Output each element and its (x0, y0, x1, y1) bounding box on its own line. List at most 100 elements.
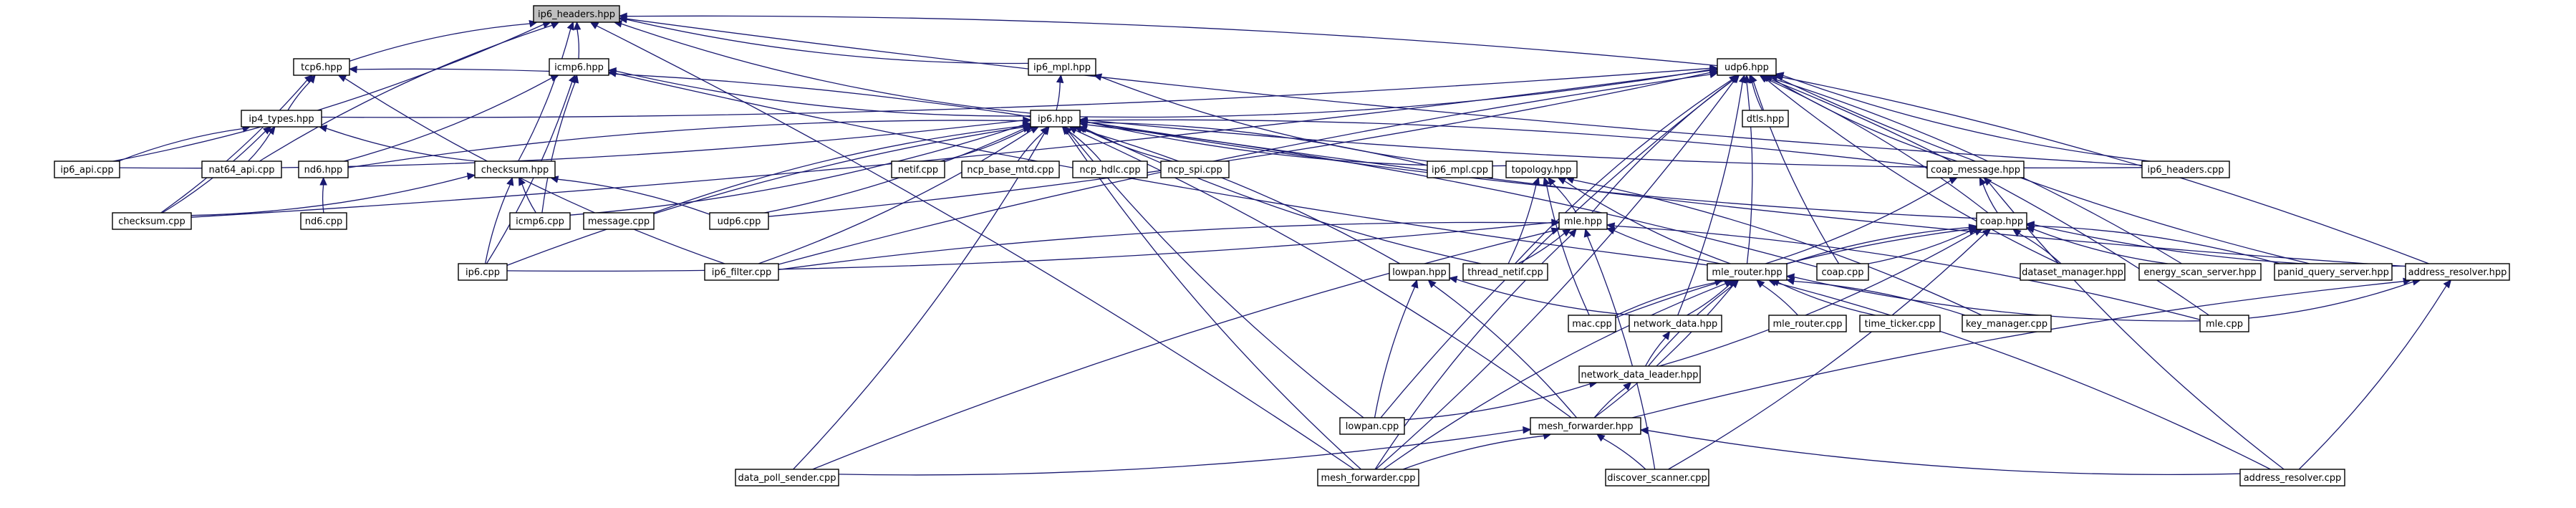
graph-node-energy-scan-server-hpp[interactable]: energy_scan_server.hpp (2138, 263, 2262, 281)
graph-node-netif-cpp[interactable]: netif.cpp (891, 160, 945, 178)
node-label: lowpan.cpp (1346, 421, 1399, 432)
node-label: network_data_leader.hpp (1581, 370, 1699, 380)
graph-node-dtls-hpp[interactable]: dtls.hpp (1742, 110, 1789, 128)
edge-line (557, 178, 710, 215)
edge-arrowhead (1551, 219, 1560, 227)
node-box (1028, 58, 1096, 76)
edge-line (1086, 121, 1977, 219)
node-box (1816, 263, 1869, 281)
graph-node-ip4-types-hpp[interactable]: ip4_types.hpp (241, 110, 322, 128)
node-box (1768, 315, 1847, 332)
edge-line (1613, 230, 1721, 264)
node-box (2405, 263, 2510, 281)
node-label: tcp6.hpp (301, 62, 342, 73)
graph-node-mle-hpp[interactable]: mle.hpp (1558, 212, 1608, 230)
edge-line (518, 29, 571, 162)
graph-node-address-resolver-hpp[interactable]: address_resolver.hpp (2405, 263, 2510, 281)
edge-line (1687, 284, 1730, 316)
graph-node-tcp6-hpp[interactable]: tcp6.hpp (293, 58, 350, 76)
graph-node-ip6-mpl-cpp[interactable]: ip6_mpl.cpp (1427, 160, 1493, 178)
node-label: mle_router.hpp (1712, 267, 1782, 278)
graph-node-udp6-hpp[interactable]: udp6.hpp (1717, 58, 1777, 76)
graph-node-network-data-hpp[interactable]: network_data.hpp (1629, 315, 1722, 332)
graph-node-mesh-forwarder-cpp[interactable]: mesh_forwarder.cpp (1317, 469, 1419, 487)
graph-node-network-data-leader-hpp[interactable]: network_data_leader.hpp (1578, 365, 1701, 383)
edge-line (344, 77, 552, 162)
edge-arrowhead (1775, 72, 1785, 80)
graph-node-mesh-forwarder-hpp[interactable]: mesh_forwarder.hpp (1530, 417, 1641, 435)
graph-node-nd6-hpp[interactable]: nd6.hpp (298, 160, 349, 178)
edge-line (1017, 132, 1044, 162)
edge-arrowhead (1568, 229, 1577, 238)
graph-node-lowpan-hpp[interactable]: lowpan.hpp (1389, 263, 1450, 281)
graph-node-ip6-api-cpp[interactable]: ip6_api.cpp (54, 160, 120, 178)
graph-node-mle-router-cpp[interactable]: mle_router.cpp (1768, 315, 1847, 332)
graph-node-icmp6-cpp[interactable]: icmp6.cpp (509, 212, 571, 230)
edge-arrowhead (1756, 279, 1765, 288)
node-label: nd6.hpp (304, 165, 343, 176)
node-label: mac.cpp (1572, 319, 1612, 330)
graph-node-mle-router-hpp[interactable]: mle_router.hpp (1707, 263, 1788, 281)
graph-node-ip6-headers-cpp[interactable]: ip6_headers.cpp (2141, 160, 2230, 178)
edge-line (1613, 225, 2201, 320)
graph-node-mle-cpp[interactable]: mle.cpp (2199, 315, 2249, 332)
graph-node-checksum-cpp[interactable]: checksum.cpp (112, 212, 192, 230)
graph-node-coap-cpp[interactable]: coap.cpp (1816, 263, 1869, 281)
dependency-edge (1645, 330, 1671, 367)
graph-node-checksum-hpp[interactable]: checksum.hpp (474, 160, 556, 178)
graph-node-icmp6-hpp[interactable]: icmp6.hpp (549, 58, 609, 76)
edge-line (838, 429, 1524, 476)
graph-node-nat64-api-cpp[interactable]: nat64_api.cpp (201, 160, 282, 178)
graph-node-address-resolver-cpp[interactable]: address_resolver.cpp (2239, 469, 2345, 487)
graph-node-udp6-cpp[interactable]: udp6.cpp (709, 212, 769, 230)
node-box (1339, 417, 1405, 435)
graph-node-ncp-base-mtd-cpp[interactable]: ncp_base_mtd.cpp (961, 160, 1060, 178)
graph-node-data-poll-sender-cpp[interactable]: data_poll_sender.cpp (735, 469, 839, 487)
node-label: nd6.cpp (305, 216, 343, 227)
node-box (1160, 160, 1230, 178)
edge-arrowhead (1596, 433, 1606, 442)
node-box (2239, 469, 2345, 487)
edge-line (541, 82, 576, 214)
edge-line (1573, 179, 1982, 316)
dependency-edge (484, 176, 514, 264)
graph-node-mac-cpp[interactable]: mac.cpp (1568, 315, 1616, 332)
graph-node-key-manager-cpp[interactable]: key_manager.cpp (1962, 315, 2052, 332)
graph-node-ncp-spi-cpp[interactable]: ncp_spi.cpp (1160, 160, 1230, 178)
graph-node-lowpan-cpp[interactable]: lowpan.cpp (1339, 417, 1405, 435)
edge-line (1068, 131, 1102, 162)
edge-line (1066, 132, 1361, 470)
edge-arrowhead (2443, 279, 2452, 289)
node-box (54, 160, 120, 178)
graph-node-dataset-manager-hpp[interactable]: dataset_manager.hpp (2020, 263, 2126, 281)
node-box (2274, 263, 2393, 281)
graph-node-topology-hpp[interactable]: topology.hpp (1505, 160, 1578, 178)
graph-node-ip6-mpl-hpp[interactable]: ip6_mpl.hpp (1028, 58, 1096, 76)
dependency-edge (112, 21, 551, 162)
edge-line (1762, 284, 1798, 316)
graph-node-message-cpp[interactable]: message.cpp (583, 212, 655, 230)
edge-arrowhead (1982, 229, 1992, 237)
graph-node-nd6-cpp[interactable]: nd6.cpp (300, 212, 347, 230)
node-box (2020, 263, 2126, 281)
graph-node-time-ticker-cpp[interactable]: time_ticker.cpp (1859, 315, 1941, 332)
dependency-edge (1677, 74, 1747, 316)
graph-node-panid-query-server-hpp[interactable]: panid_query_server.hpp (2274, 263, 2393, 281)
edge-line (1645, 337, 1666, 367)
edge-line (1982, 183, 1998, 214)
edge-line (1375, 80, 1735, 470)
graph-node-ncp-hdlc-cpp[interactable]: ncp_hdlc.cpp (1072, 160, 1148, 178)
edge-arrowhead (1738, 74, 1747, 84)
edge-line (621, 23, 1031, 114)
graph-node-thread-netif-cpp[interactable]: thread_netif.cpp (1462, 263, 1548, 281)
graph-node-coap-hpp[interactable]: coap.hpp (1976, 212, 2027, 230)
edge-line (1783, 75, 2151, 162)
graph-node-coap-message-hpp[interactable]: coap_message.hpp (1926, 160, 2025, 178)
edge-arrowhead (1979, 176, 1987, 186)
graph-node-ip6-filter-cpp[interactable]: ip6_filter.cpp (704, 263, 779, 281)
graph-node-ip6-cpp[interactable]: ip6.cpp (458, 263, 508, 281)
graph-node-discover-scanner-cpp[interactable]: discover_scanner.cpp (1605, 469, 1709, 487)
node-box (300, 212, 347, 230)
graph-node-ip6-hpp[interactable]: ip6.hpp (1030, 110, 1081, 128)
